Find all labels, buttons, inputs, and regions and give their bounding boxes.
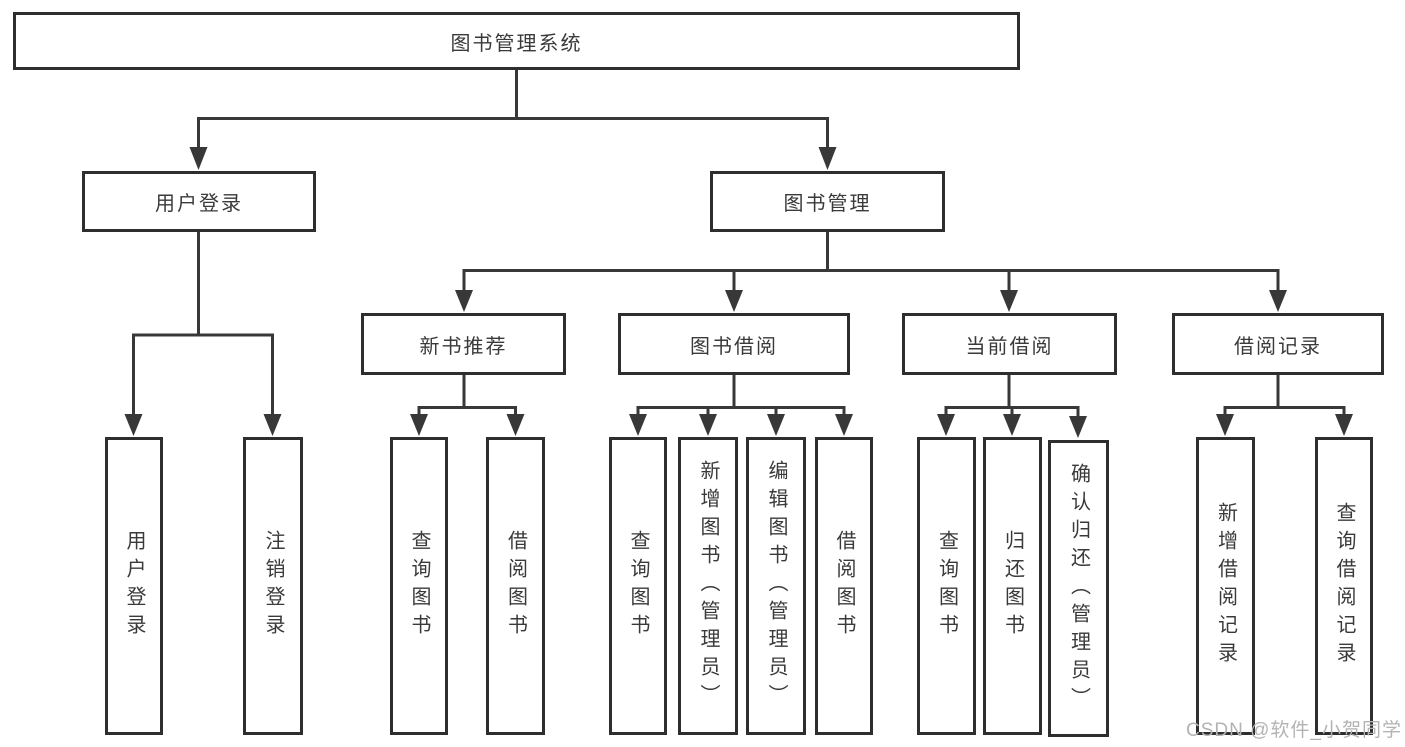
node-new-book-recommend: 新书推荐 <box>361 313 566 375</box>
leaf-nb-query-books: 查询图书 <box>390 437 448 735</box>
node-book-borrow-label: 图书借阅 <box>690 335 778 358</box>
arrowhead <box>124 414 143 436</box>
leaf-logout-label: 注销登录 <box>262 530 284 642</box>
leaf-user-login-label: 用户登录 <box>123 530 145 642</box>
node-new-book-recommend-label: 新书推荐 <box>419 335 508 358</box>
node-user-login-label: 用户登录 <box>155 193 243 215</box>
leaf-cb-confirm-return-admin: 确认归还（管理员） <box>1048 440 1109 737</box>
arrowhead <box>1069 416 1087 438</box>
node-borrow-record: 借阅记录 <box>1172 313 1384 375</box>
arrowhead <box>1000 290 1018 312</box>
arrowhead <box>629 414 647 436</box>
leaf-bb-edit-books-admin-label: 编辑图书（管理员） <box>765 460 787 712</box>
arrowhead <box>767 414 785 436</box>
leaf-bb-add-books-admin-label: 新增图书（管理员） <box>697 460 719 712</box>
arrowhead <box>263 414 282 436</box>
node-current-borrow: 当前借阅 <box>902 313 1117 375</box>
arrowhead <box>818 147 837 170</box>
connector-borrow-record-section <box>1216 375 1353 436</box>
leaf-nb-borrow-books: 借阅图书 <box>486 437 545 735</box>
node-book-management: 图书管理 <box>710 171 945 232</box>
arrowhead <box>725 290 743 312</box>
leaf-bb-borrow-books-label: 借阅图书 <box>833 530 855 642</box>
node-borrow-record-label: 借阅记录 <box>1234 335 1322 358</box>
leaf-bb-borrow-books: 借阅图书 <box>815 437 873 735</box>
leaf-cb-confirm-return-admin-label: 确认归还（管理员） <box>1067 462 1090 715</box>
arrowhead <box>506 414 525 436</box>
leaf-cb-return-books-label: 归还图书 <box>1001 530 1024 642</box>
leaf-cb-query-books-label: 查询图书 <box>935 530 958 642</box>
leaf-br-add-record-label: 新增借阅记录 <box>1214 502 1237 670</box>
node-library-system-label: 图书管理系统 <box>450 32 583 55</box>
arrowhead <box>699 414 717 436</box>
node-book-borrow: 图书借阅 <box>618 313 850 375</box>
arrowhead <box>455 290 473 312</box>
arrowhead <box>835 414 853 436</box>
watermark: CSDN @软件_小贺同学 <box>1186 720 1402 741</box>
leaf-user-login: 用户登录 <box>105 437 163 735</box>
leaf-br-query-record-label: 查询借阅记录 <box>1333 502 1355 670</box>
leaf-nb-borrow-books-label: 借阅图书 <box>504 530 527 642</box>
arrowhead <box>1335 414 1353 436</box>
node-user-login: 用户登录 <box>82 171 316 232</box>
connector-root-to-level2 <box>189 70 837 170</box>
arrowhead <box>189 147 208 170</box>
connector-book-mgmt-to-sections <box>455 232 1287 312</box>
node-current-borrow-label: 当前借阅 <box>965 335 1054 358</box>
arrowhead <box>1269 290 1287 312</box>
leaf-nb-query-books-label: 查询图书 <box>408 530 430 642</box>
connector-user-login-branch <box>124 232 282 436</box>
leaf-bb-query-books-label: 查询图书 <box>627 530 649 642</box>
leaf-bb-edit-books-admin: 编辑图书（管理员） <box>746 437 806 735</box>
arrowhead <box>410 414 428 436</box>
leaf-logout: 注销登录 <box>243 437 303 735</box>
leaf-br-add-record: 新增借阅记录 <box>1196 437 1255 735</box>
connector-current-borrow-section <box>937 375 1087 438</box>
arrowhead <box>1216 414 1234 436</box>
connector-book-borrow-section <box>629 375 853 436</box>
leaf-cb-return-books: 归还图书 <box>983 437 1042 735</box>
leaf-cb-query-books: 查询图书 <box>917 437 976 735</box>
connector-new-book-section <box>410 375 525 436</box>
leaf-bb-query-books: 查询图书 <box>609 437 667 735</box>
node-book-management-label: 图书管理 <box>783 193 872 215</box>
leaf-br-query-record: 查询借阅记录 <box>1315 437 1373 735</box>
arrowhead <box>1003 414 1021 436</box>
arrowhead <box>937 414 955 436</box>
leaf-bb-add-books-admin: 新增图书（管理员） <box>678 437 738 735</box>
node-library-system: 图书管理系统 <box>13 12 1020 70</box>
